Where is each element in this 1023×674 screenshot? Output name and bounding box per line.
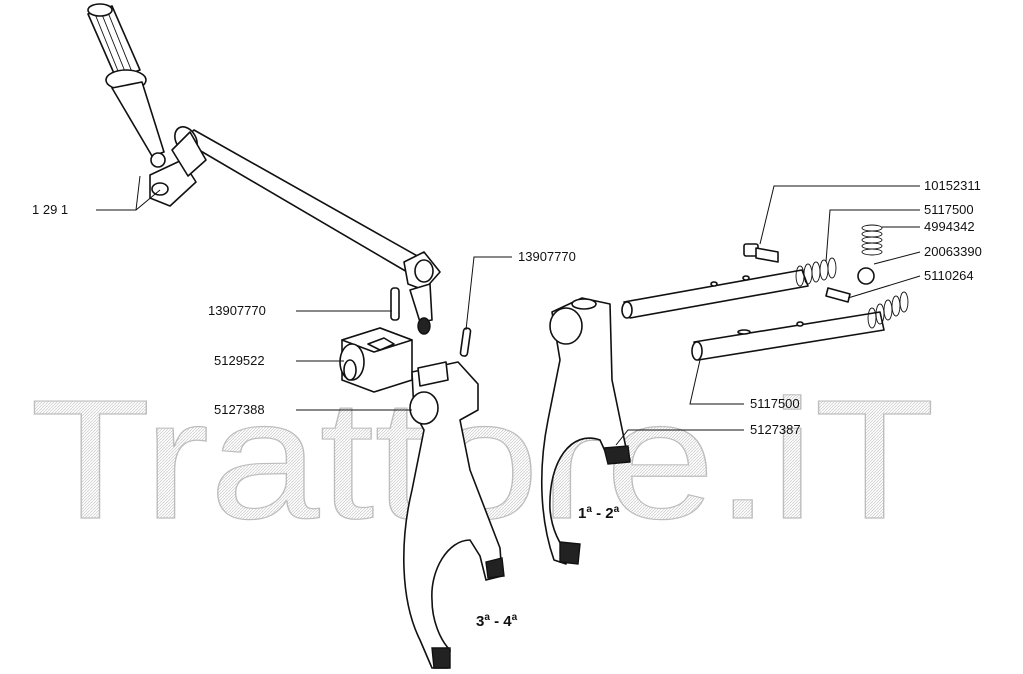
label-1291: 1 29 1 — [32, 202, 68, 217]
label-13907770-left: 13907770 — [208, 303, 266, 318]
roll-pin-left — [390, 287, 400, 321]
detent-ball — [857, 267, 875, 285]
label-5127387: 5127387 — [750, 422, 801, 437]
label-5117500-bottom: 5117500 — [750, 396, 800, 411]
label-13907770-right: 13907770 — [518, 249, 576, 264]
shift-fork-3-4 — [403, 361, 505, 669]
label-5129522: 5129522 — [214, 353, 265, 368]
screw — [743, 243, 779, 263]
label-4994342: 4994342 — [924, 219, 975, 234]
shift-lever-assembly — [87, 3, 441, 335]
shift-fork-1-2 — [540, 297, 631, 565]
gear-label-1-2: 1a - 2a — [578, 504, 620, 522]
interlock-pin — [825, 287, 851, 303]
selector-rod-lower — [691, 291, 909, 361]
watermark-text: Trattore.iT — [30, 365, 935, 555]
label-20063390: 20063390 — [924, 244, 982, 259]
label-5127388: 5127388 — [214, 402, 265, 417]
label-10152311: 10152311 — [924, 178, 981, 193]
selector-block — [339, 327, 413, 393]
roll-pin-right — [459, 327, 472, 357]
label-5110264: 5110264 — [924, 268, 974, 283]
gear-label-3-4: 3a - 4a — [476, 612, 518, 630]
label-5117500-top: 5117500 — [924, 202, 974, 217]
detent-spring — [861, 224, 883, 256]
selector-rod-upper — [621, 257, 837, 319]
leader-lines — [96, 175, 921, 446]
